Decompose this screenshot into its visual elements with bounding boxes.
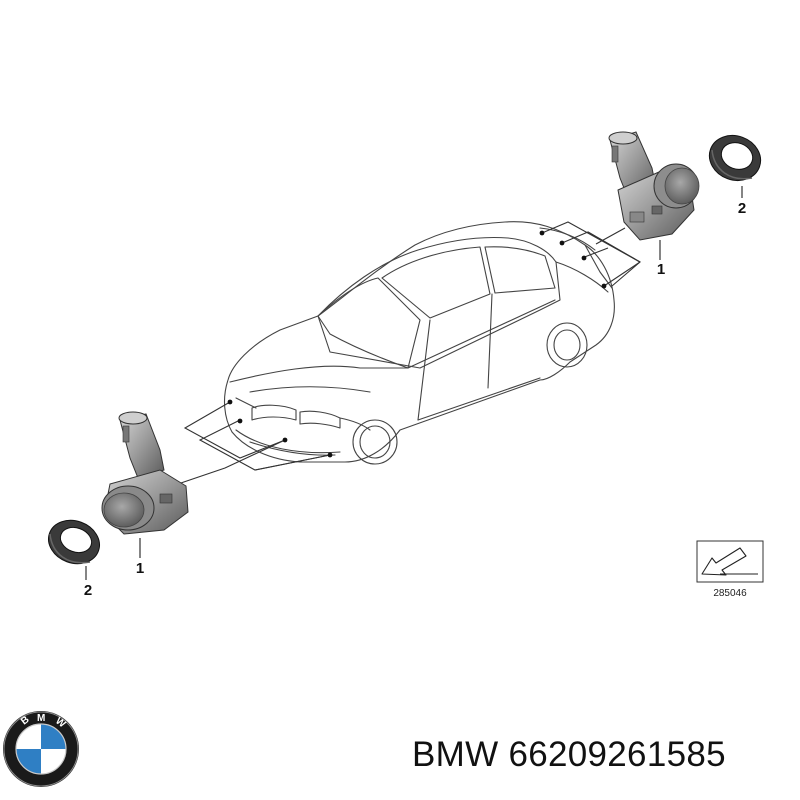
part-number: 66209261585 <box>508 735 726 774</box>
car-outline <box>223 221 615 465</box>
callout-rear-ring: 2 <box>738 200 746 217</box>
callout-front-ring: 2 <box>84 582 92 599</box>
reference-box: 285046 <box>696 540 764 599</box>
part-caption: BMW 66209261585 <box>412 735 726 775</box>
bmw-logo: B M W <box>3 711 79 787</box>
brand-name: BMW <box>412 735 499 774</box>
rear-pdc-sensor <box>608 131 700 241</box>
leader-lines <box>174 221 641 486</box>
leader-dots <box>227 230 607 458</box>
rear-decoupling-ring <box>708 134 762 182</box>
callout-rear-sensor: 1 <box>657 261 665 278</box>
callout-front-sensor: 1 <box>136 560 144 577</box>
front-pdc-sensor <box>101 411 189 535</box>
svg-text:M: M <box>37 713 45 724</box>
reference-id: 285046 <box>713 588 747 599</box>
front-decoupling-ring <box>48 519 100 565</box>
